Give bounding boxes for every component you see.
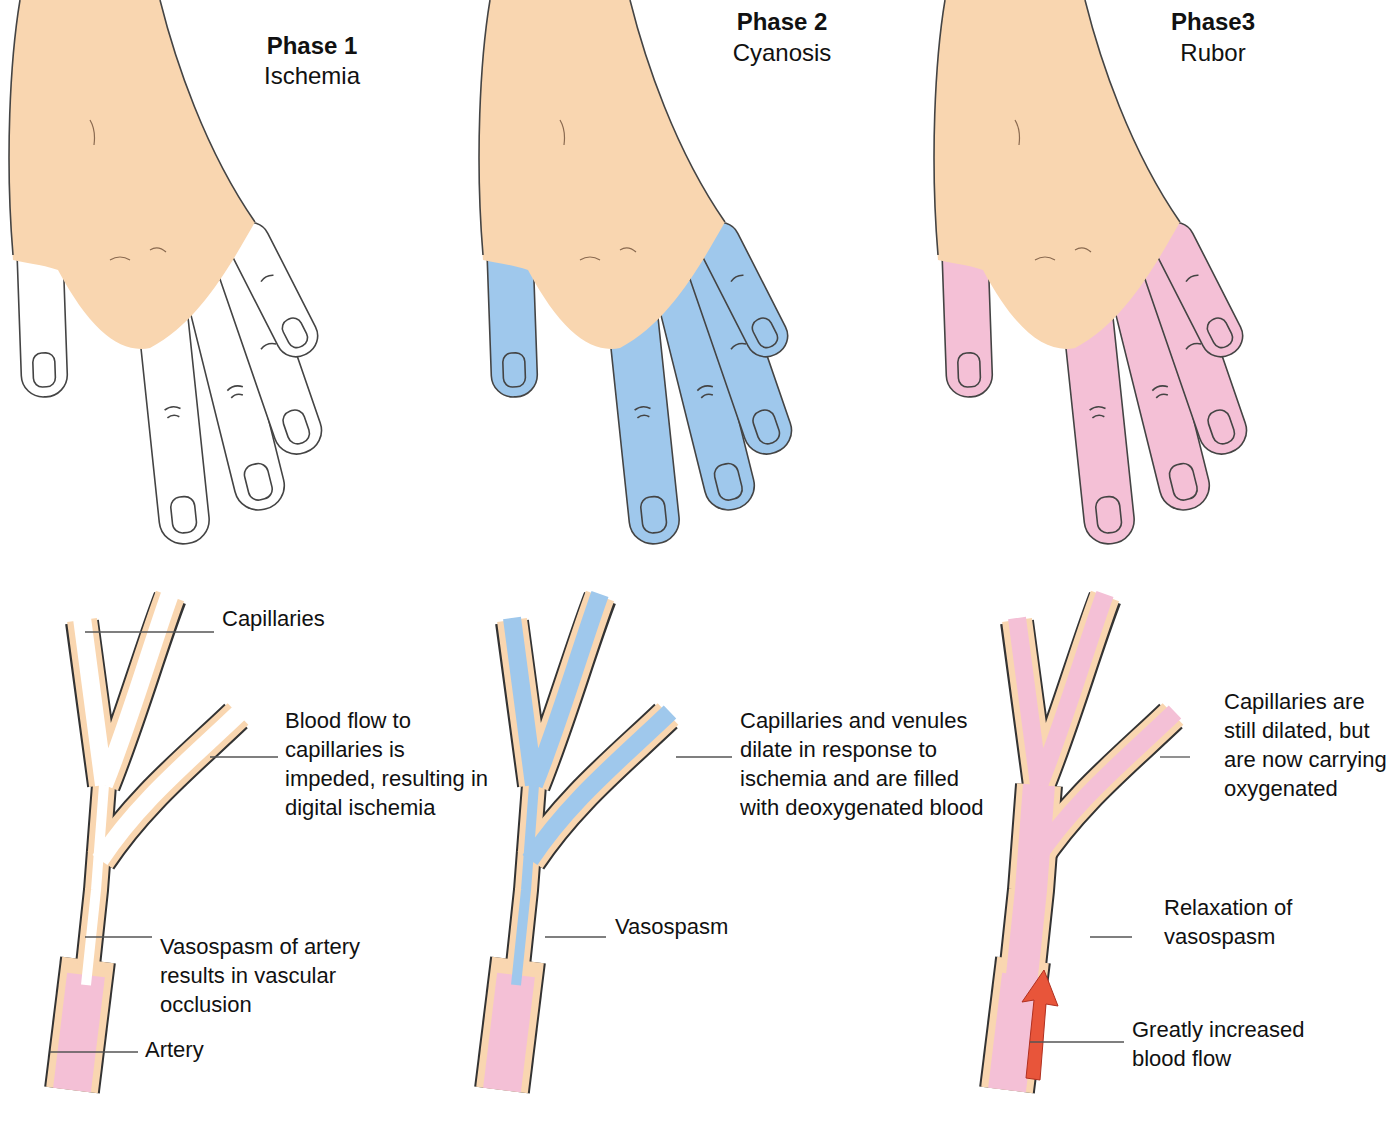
part-label: Vasospasm [615,912,775,941]
phase-heading: Phase 2 [682,6,882,37]
vessel-cyanosis [502,594,670,1090]
part-label: Capillaries [222,604,392,633]
callout-note: Vasospasm of artery results in vascular … [160,932,400,1019]
flow-arrow [1022,970,1058,1080]
callout-note: Relaxation of vasospasm [1164,893,1364,951]
callout-note: Capillaries are still dilated, but are n… [1224,687,1388,803]
part-label: Artery [145,1035,265,1064]
phase-heading: Phase3 [1113,6,1313,37]
vessel-rubor [1007,594,1175,1090]
phase-name: Rubor [1113,37,1313,68]
hand-cyanosis [479,0,798,546]
callout-note: Capillaries and venules dilate in respon… [740,706,985,822]
phase-name: Cyanosis [682,37,882,68]
phase-heading: Phase 1 [212,30,412,61]
callout-note: Greatly increased blood flow [1132,1015,1354,1073]
hand-rubor [934,0,1253,546]
callout-note: Blood flow to capillaries is impeded, re… [285,706,500,822]
leader-lines [50,632,1190,1052]
phase-name: Ischemia [212,60,412,91]
